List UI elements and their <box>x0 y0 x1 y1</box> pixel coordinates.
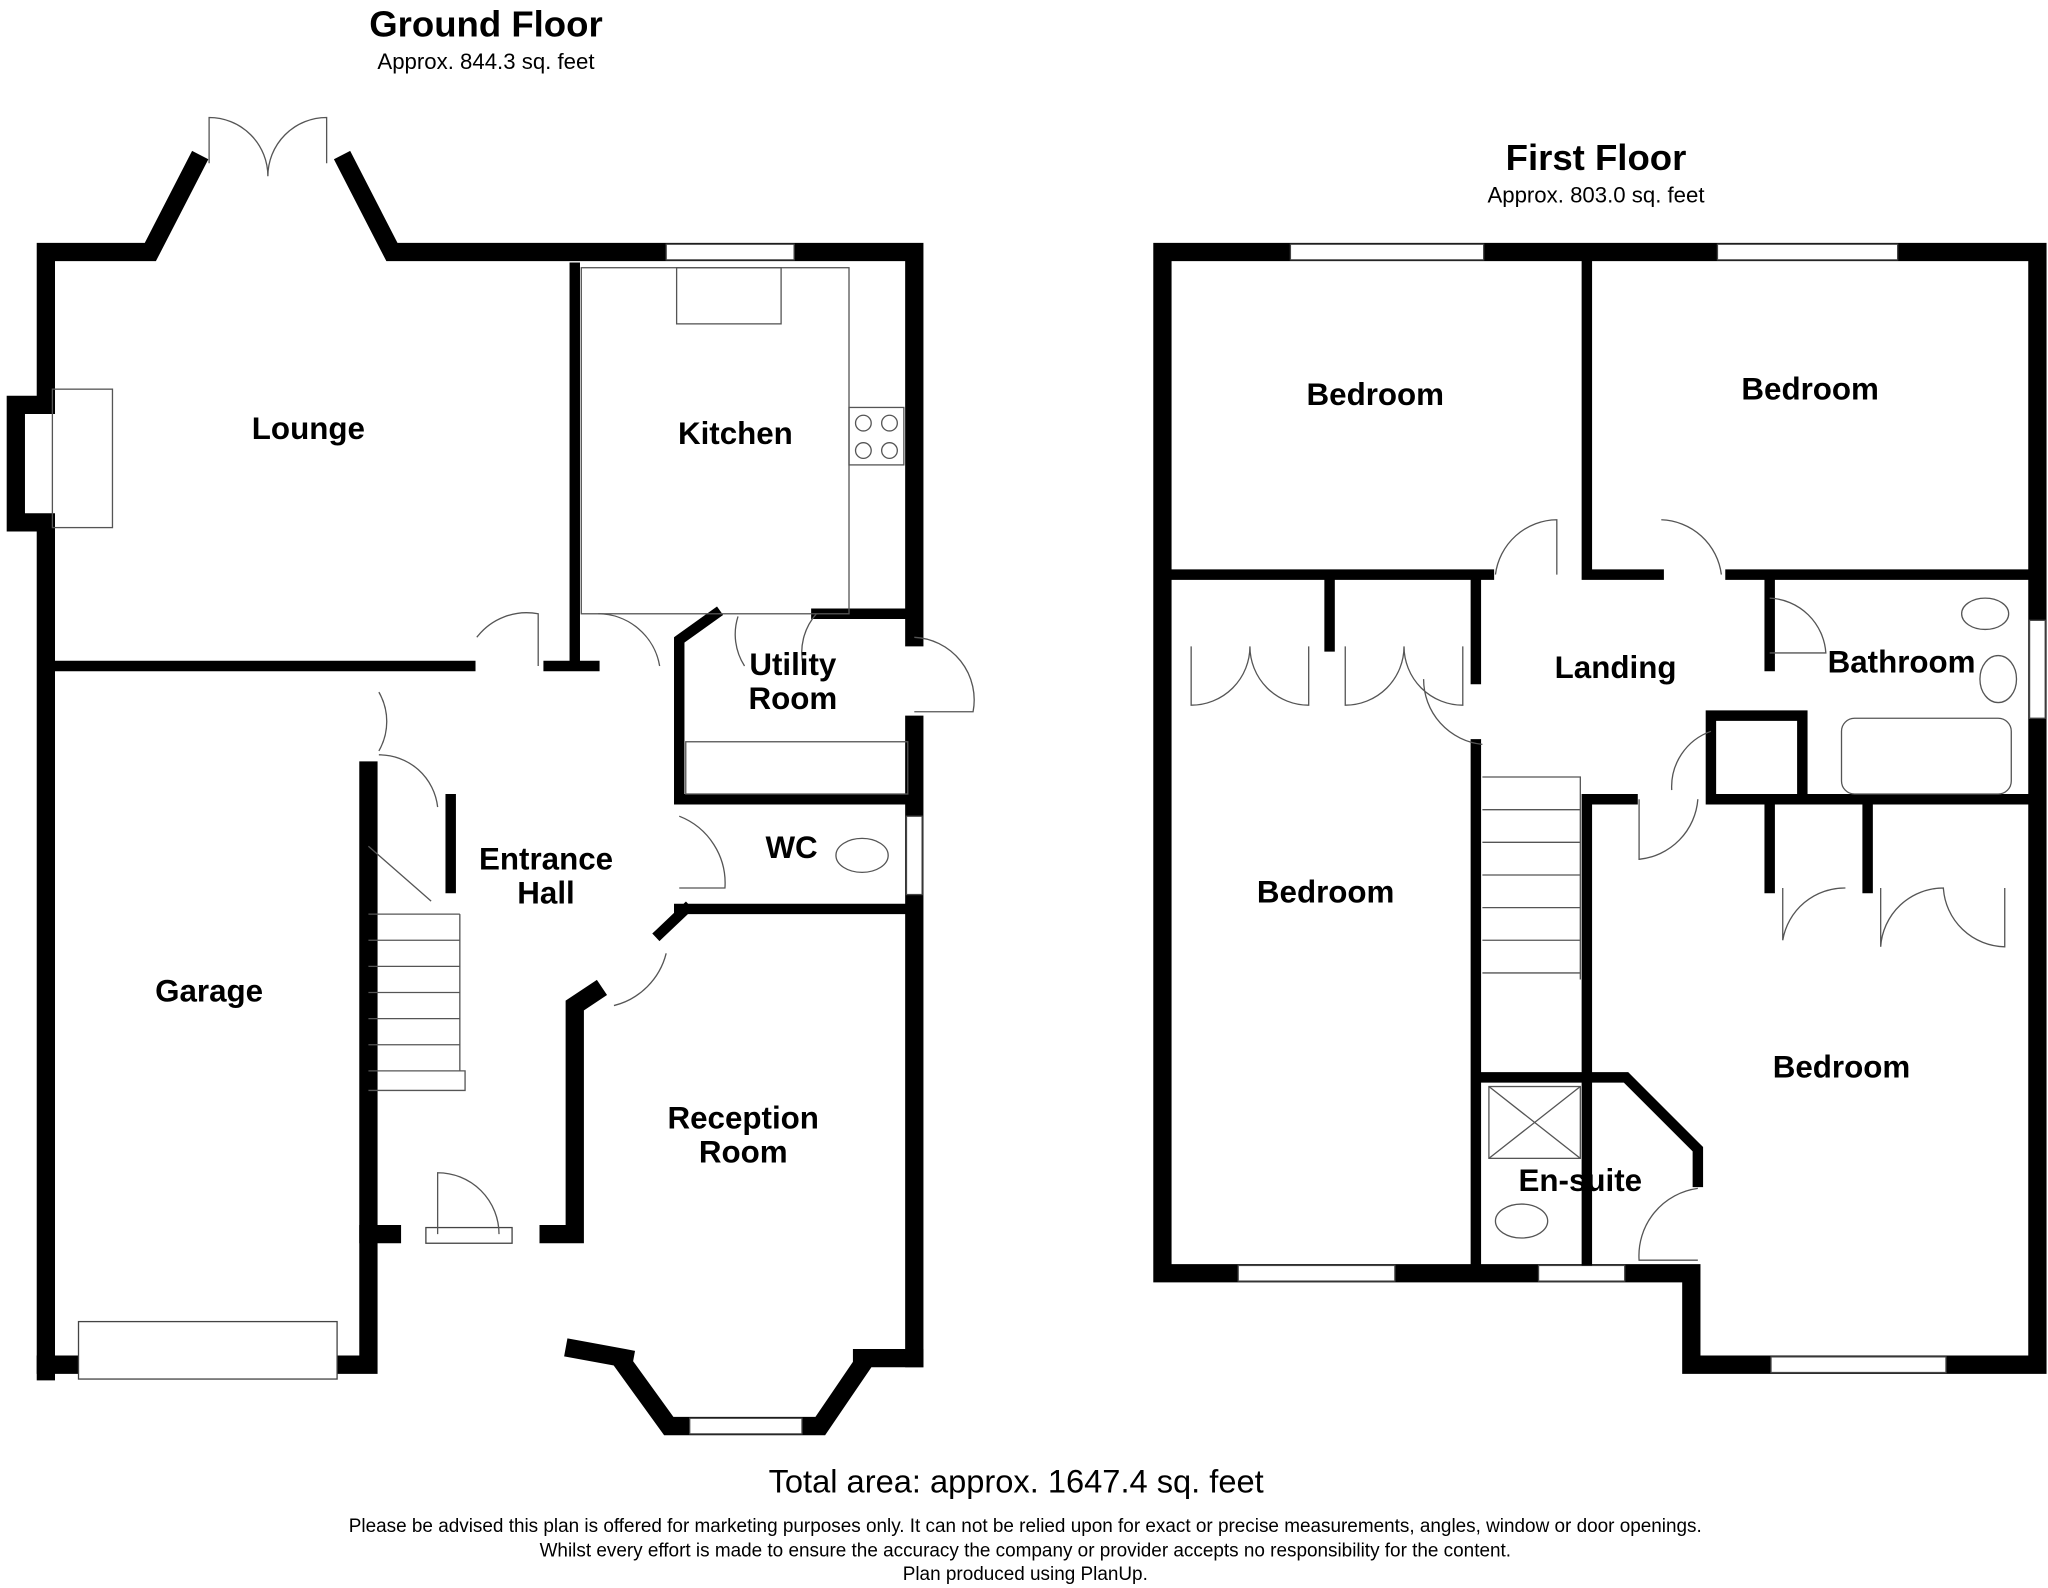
window <box>1716 243 1899 261</box>
fireplace <box>51 388 114 529</box>
first-floor-title: First Floor <box>1506 137 1687 178</box>
garage-wall <box>36 761 378 1374</box>
room-label-hall: Hall <box>517 876 574 911</box>
kitchen-sink <box>675 267 782 325</box>
window <box>1537 1264 1626 1282</box>
room-label-entrance: Entrance <box>479 842 613 877</box>
disclaimer-line-1: Please be advised this plan is offered f… <box>349 1516 1702 1537</box>
room-label-utility: Utility <box>749 647 837 682</box>
front-door <box>436 1172 500 1235</box>
first-internal-walls <box>1170 253 2043 1266</box>
window <box>2028 619 2046 719</box>
window <box>665 243 795 261</box>
window <box>1770 1356 1947 1374</box>
room-label-reception: Reception <box>668 1100 819 1135</box>
shower-icon <box>1488 1085 1581 1160</box>
ground-floor-area: Approx. 844.3 sq. feet <box>377 49 594 74</box>
toilet-icon <box>1960 597 2010 631</box>
window <box>689 1417 803 1435</box>
door-swings <box>378 612 975 1007</box>
room-label-lounge: Lounge <box>252 411 365 446</box>
ground-floor-title: Ground Floor <box>369 4 602 45</box>
room-label-kitchen: Kitchen <box>678 416 793 451</box>
room-label-ensuite: En-suite <box>1519 1163 1643 1198</box>
first-floor-plan: Bedroom Bedroom Landing Bathroom Bedroom… <box>1153 242 2047 1374</box>
room-label-bedroom: Bedroom <box>1307 377 1445 412</box>
bath-icon <box>1840 717 2012 795</box>
shower-tray-lines <box>1488 1086 1581 1159</box>
front-door-frame <box>425 1226 513 1244</box>
ground-internal-walls <box>47 262 920 942</box>
garage-door <box>77 1320 338 1380</box>
bay-wall <box>564 1338 924 1436</box>
toilet-icon <box>835 837 889 874</box>
room-label-bedroom: Bedroom <box>1257 874 1395 909</box>
french-doors <box>208 116 328 177</box>
door-swings <box>1190 519 2006 1261</box>
stairs <box>1482 776 1581 980</box>
room-label-bedroom: Bedroom <box>1741 372 1879 407</box>
room-label-bathroom: Bathroom <box>1828 645 1976 680</box>
toilet-icon <box>1494 1203 1549 1239</box>
room-label-garage: Garage <box>155 974 263 1009</box>
utility-sink <box>685 741 909 795</box>
hob-icon <box>848 406 905 466</box>
total-area: Total area: approx. 1647.4 sq. feet <box>769 1463 1264 1500</box>
first-outer-wall <box>1153 242 2047 1374</box>
room-label-bedroom: Bedroom <box>1773 1049 1911 1084</box>
window <box>1237 1264 1396 1282</box>
window <box>905 815 923 896</box>
window <box>1289 243 1485 261</box>
ground-floor-plan: Lounge Kitchen Utility Room WC Entrance … <box>6 116 975 1436</box>
first-floor-area: Approx. 803.0 sq. feet <box>1487 182 1704 207</box>
front-wall <box>359 979 608 1244</box>
room-label-utility-2: Room <box>748 681 837 716</box>
plan-credit: Plan produced using PlanUp. <box>903 1564 1148 1585</box>
room-label-landing: Landing <box>1555 650 1677 685</box>
room-label-reception-2: Room <box>699 1134 788 1169</box>
room-label-wc: WC <box>765 830 817 865</box>
ground-outer-wall <box>6 150 924 1381</box>
basin-icon <box>1979 654 2018 704</box>
disclaimer-line-2: Whilst every effort is made to ensure th… <box>540 1541 1511 1562</box>
stairs <box>367 845 466 1092</box>
